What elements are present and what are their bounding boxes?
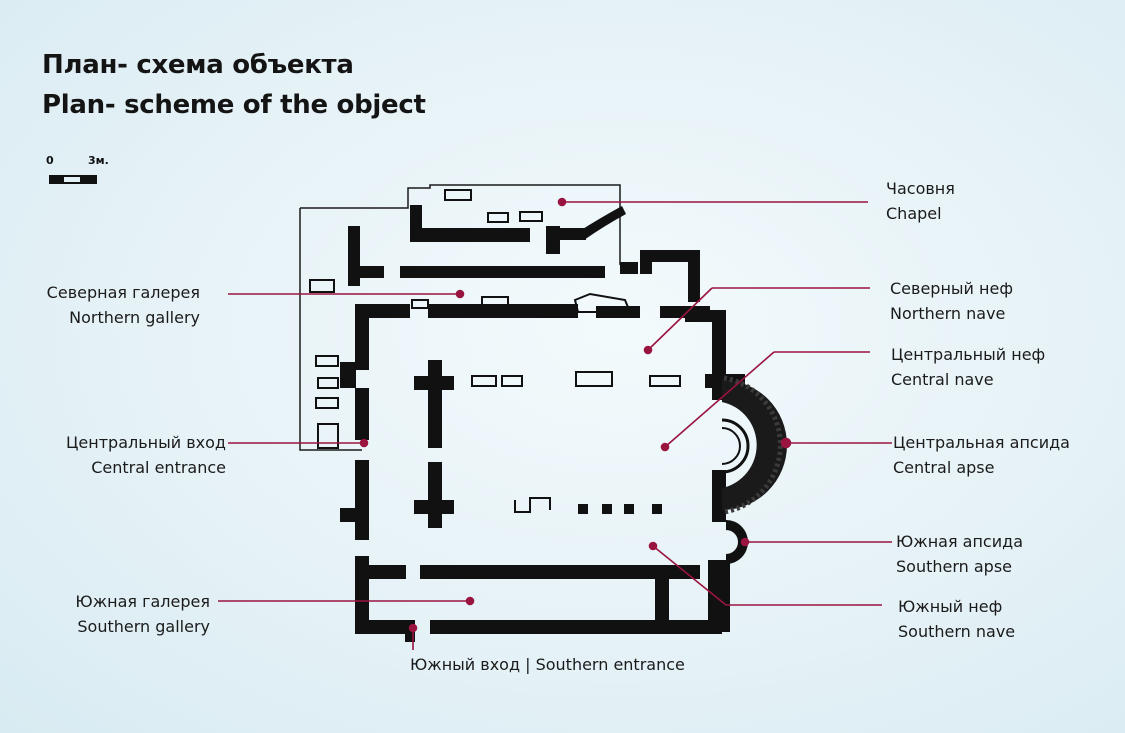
gallery-outline — [299, 184, 621, 451]
label-central-nave-en: Central nave — [891, 370, 994, 389]
label-northern-gallery-ru: Северная галерея — [46, 283, 200, 302]
label-southern-nave-ru: Южный неф — [898, 597, 1003, 616]
scale-length-label: 3м. — [88, 154, 109, 167]
label-southern-gallery-ru: Южная галерея — [75, 592, 210, 611]
label-central-nave-ru: Центральный неф — [891, 345, 1046, 364]
label-northern-nave-en: Northern nave — [890, 304, 1006, 323]
label-southern-gallery: Южная галерея Southern gallery — [75, 589, 210, 639]
southern-apse-shape — [726, 520, 748, 564]
label-southern-nave-en: Southern nave — [898, 622, 1016, 641]
label-northern-nave: Северный неф Northern nave — [890, 276, 1013, 326]
title-english: Plan- scheme of the object — [42, 90, 426, 120]
label-southern-apse-en: Southern apse — [896, 557, 1013, 576]
walls — [340, 205, 745, 642]
label-northern-nave-ru: Северный неф — [890, 279, 1014, 298]
label-central-entrance-en: Central entrance — [91, 458, 226, 477]
leader-lines — [218, 197, 892, 650]
label-southern-apse-ru: Южная апсида — [896, 532, 1023, 551]
label-chapel-ru: Часовня — [886, 179, 955, 198]
label-southern-nave: Южный неф Southern nave — [898, 594, 1015, 644]
label-southern-gallery-en: Southern gallery — [77, 617, 210, 636]
label-central-apse: Центральная апсида Central apse — [893, 430, 1070, 480]
label-southern-apse: Южная апсида Southern apse — [896, 529, 1023, 579]
label-central-nave: Центральный неф Central nave — [891, 342, 1045, 392]
label-central-entrance-ru: Центральный вход — [66, 433, 226, 452]
scale-zero-label: 0 — [46, 154, 54, 167]
central-apse-shape — [721, 375, 787, 515]
label-northern-gallery-en: Northern gallery — [69, 308, 200, 327]
label-central-entrance: Центральный вход Central entrance — [66, 430, 226, 480]
label-chapel-en: Chapel — [886, 204, 942, 223]
title-russian: План- схема объекта — [42, 50, 354, 80]
label-central-apse-en: Central apse — [893, 458, 995, 477]
ruin-fragments — [309, 189, 681, 513]
label-southern-entrance: Южный вход | Southern entrance — [410, 655, 685, 674]
label-central-apse-ru: Центральная апсида — [893, 433, 1070, 452]
scale-bar — [49, 175, 97, 184]
label-northern-gallery: Северная галерея Northern gallery — [47, 280, 200, 330]
label-chapel: Часовня Chapel — [886, 176, 955, 226]
